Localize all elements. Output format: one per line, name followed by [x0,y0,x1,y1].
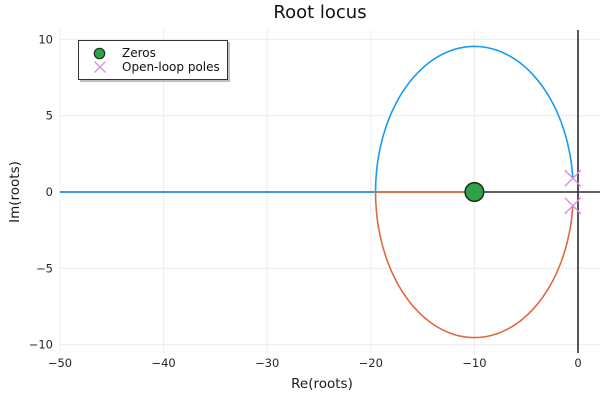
x-tick-label: −20 [359,356,383,370]
zero-circle-marker [464,181,485,203]
x-tick-label: 0 [574,356,581,370]
x-tick-label: −40 [151,356,175,370]
zeros-circle-icon [92,46,107,60]
legend-item-zeros: Zeros [92,46,219,60]
y-tick-label: 5 [46,109,53,123]
y-tick-label: −5 [36,261,53,275]
chart-title: Root locus [273,2,367,23]
x-tick-label: −50 [48,356,72,370]
open-loop-pole-x-icon [564,197,582,215]
legend-label-zeros: Zeros [122,46,156,60]
x-axis-label: Re(roots) [291,376,353,392]
legend-label-open-loop-poles: Open-loop poles [122,60,220,74]
open-loop-pole-x-icon [564,169,582,187]
x-tick-label: −10 [462,356,486,370]
y-tick-label: 10 [38,32,53,46]
legend-box: Zeros Open-loop poles [78,40,228,80]
locus-branch-lower [374,191,574,339]
legend-item-open-loop-poles: Open-loop poles [92,60,220,74]
locus-branch-upper [60,45,574,193]
y-tick-label: 0 [46,185,53,199]
poles-x-icon [92,60,107,74]
y-tick-label: −10 [29,338,53,352]
x-tick-label: −30 [255,356,279,370]
